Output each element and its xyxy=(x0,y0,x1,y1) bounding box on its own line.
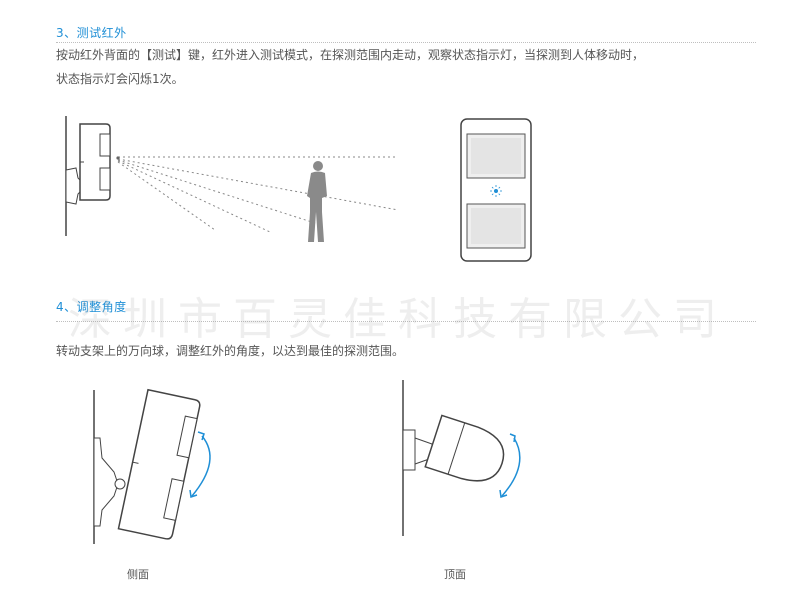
watermark: 深圳市百灵佳科技有限公司 xyxy=(68,294,728,345)
rotate-arrow-icon xyxy=(191,435,211,497)
section-4-line-1: 转动支架上的万向球，调整红外的角度，以达到最佳的探测范围。 xyxy=(56,344,405,358)
divider xyxy=(56,42,756,43)
detection-range-illustration xyxy=(65,116,399,242)
section-4-heading: 4、调整角度 xyxy=(56,300,127,314)
section-3-heading: 3、测试红外 xyxy=(56,26,127,40)
top-view-caption: 顶面 xyxy=(444,568,466,581)
section-3-line-1: 按动红外背面的【测试】键，红外进入测试模式，在探测范围内走动，观察状态指示灯，当… xyxy=(56,48,645,62)
section-3-line-2: 状态指示灯会闪烁1次。 xyxy=(56,72,184,86)
divider xyxy=(56,321,756,322)
rotate-arrow-icon xyxy=(501,437,521,497)
side-view-illustration xyxy=(93,388,211,544)
sensor-front-view xyxy=(460,118,532,262)
side-view-caption: 侧面 xyxy=(127,568,149,581)
status-led-icon xyxy=(490,185,502,197)
top-view-illustration xyxy=(402,380,521,536)
